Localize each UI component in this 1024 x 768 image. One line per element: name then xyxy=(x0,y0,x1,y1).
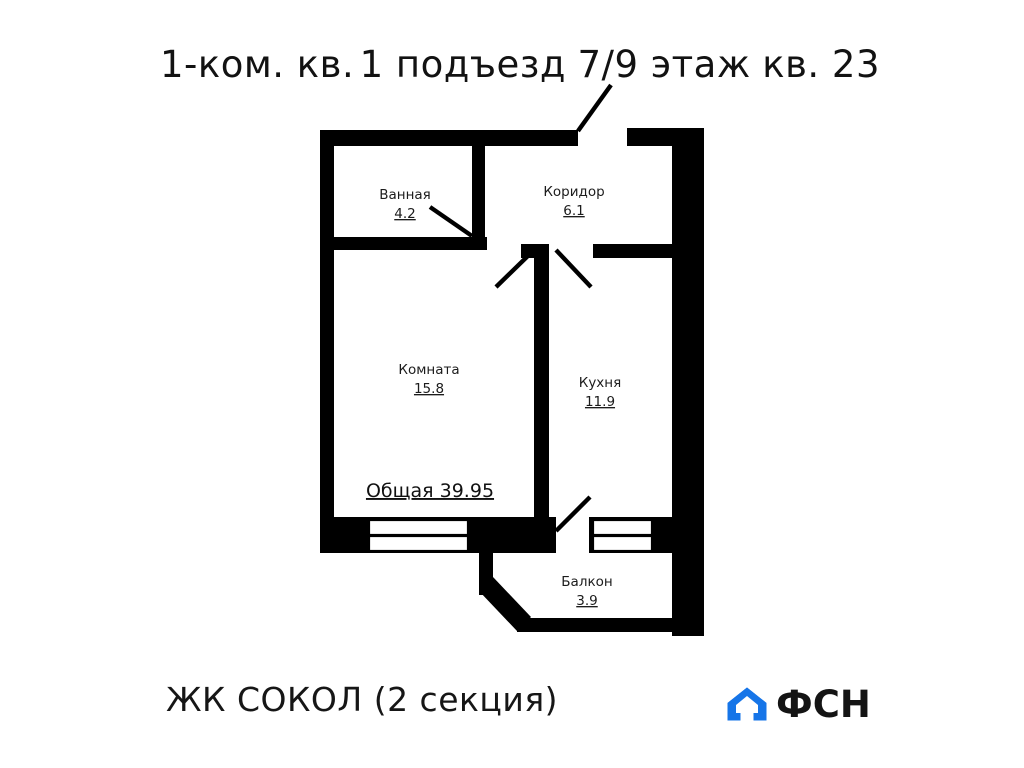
room-name-balcony: Балкон xyxy=(561,574,612,590)
window-living-room xyxy=(367,518,470,553)
wall-group xyxy=(320,128,704,636)
project-name-label: ЖК СОКОЛ (2 секция) xyxy=(166,680,559,719)
window-kitchen xyxy=(591,518,654,553)
plan-header-title: 1-ком. кв. 1 подъезд 7/9 этаж кв. 23 xyxy=(160,40,880,88)
room-name-kitchen: Кухня xyxy=(579,375,622,391)
wall-bathroom-bottom xyxy=(320,237,487,250)
room-name-corridor: Коридор xyxy=(543,184,604,200)
wall-balcony-bottom xyxy=(517,618,704,632)
wall-balcony-chamfer xyxy=(479,577,531,631)
window-group xyxy=(367,518,654,553)
room-area-balcony: 3.9 xyxy=(576,593,597,609)
window-sash-lower xyxy=(367,534,470,553)
house-icon xyxy=(727,687,767,721)
header-apartment-type: 1-ком. кв. xyxy=(160,42,355,86)
total-area-label: Общая 39.95 xyxy=(366,480,494,502)
window-sash-lower xyxy=(591,534,654,553)
header-apartment-number: кв. 23 xyxy=(762,42,880,86)
wall-bathroom-right xyxy=(472,146,485,246)
door-entrance xyxy=(576,83,613,133)
room-label-kitchen: Кухня 11.9 xyxy=(579,375,622,410)
header-entrance: 1 подъезд xyxy=(359,42,566,86)
door-balcony xyxy=(554,495,592,533)
room-label-balcony: Балкон 3.9 xyxy=(561,574,612,609)
room-area-bathroom: 4.2 xyxy=(394,206,415,222)
room-area-living: 15.8 xyxy=(414,381,444,397)
door-kitchen xyxy=(554,248,593,289)
door-group xyxy=(428,83,613,533)
window-sash-upper xyxy=(367,518,470,537)
room-name-living: Комната xyxy=(398,362,459,378)
brand-name-label: ФСН xyxy=(776,682,871,726)
wall-corridor-right-stub xyxy=(593,244,673,258)
room-label-bathroom: Ванная 4.2 xyxy=(379,187,431,222)
room-label-living: Комната 15.8 xyxy=(398,362,459,397)
room-area-kitchen: 11.9 xyxy=(585,394,615,410)
header-floor: 7/9 этаж xyxy=(577,42,751,86)
wall-top-left xyxy=(320,130,578,146)
room-label-corridor: Коридор 6.1 xyxy=(543,184,604,219)
door-bathroom xyxy=(428,205,474,238)
room-labels: Ванная 4.2 Коридор 6.1 Комната 15.8 Кухн… xyxy=(366,184,621,609)
wall-balcony-right xyxy=(672,546,704,636)
wall-central-partition xyxy=(534,244,549,531)
room-name-bathroom: Ванная xyxy=(379,187,431,203)
brand-logo: ФСН xyxy=(726,682,871,726)
window-sash-upper xyxy=(591,518,654,537)
door-living-room xyxy=(494,248,536,289)
room-area-corridor: 6.1 xyxy=(563,203,584,219)
wall-bathroom-door-jamb xyxy=(472,228,485,241)
wall-bottom-left-segment xyxy=(320,517,369,553)
wall-left-exterior xyxy=(320,130,334,530)
